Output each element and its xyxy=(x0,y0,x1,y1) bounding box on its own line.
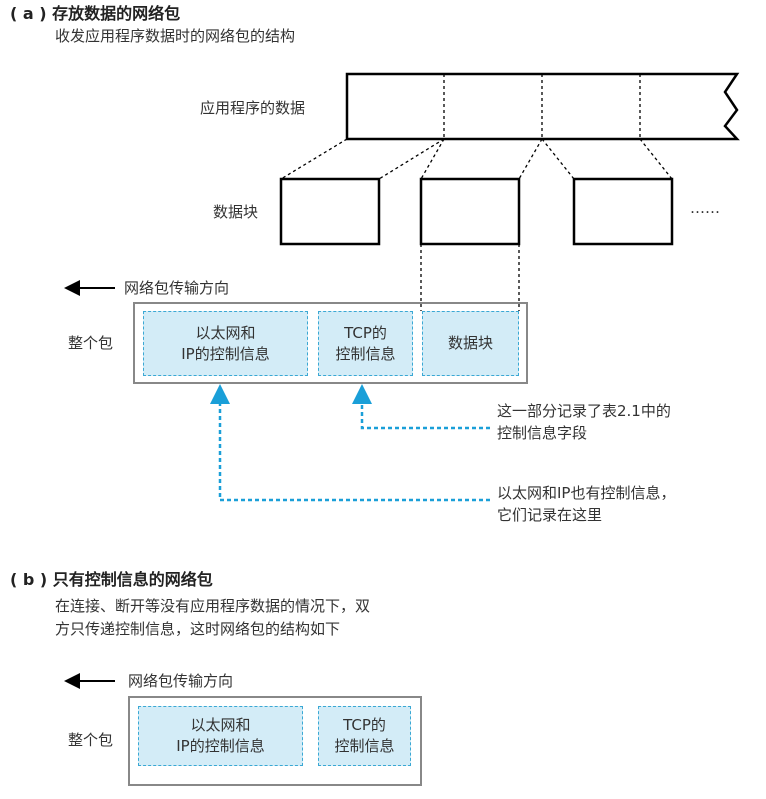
cell-text: TCP的 xyxy=(343,716,386,734)
cell-text: 数据块 xyxy=(447,334,493,352)
data-chunks xyxy=(279,177,674,246)
part-a-subtitle: 收发应用程序数据时的网络包的结构 xyxy=(55,27,296,45)
eth-ip-cell-a: 以太网和 IP的控制信息 xyxy=(143,311,308,376)
direction-label-b: 网络包传输方向 xyxy=(128,672,234,690)
cell-text: 控制信息 xyxy=(334,737,395,755)
cell-text: 以太网和 xyxy=(190,716,251,734)
cell-text: 控制信息 xyxy=(335,344,396,363)
cell-text: IP的控制信息 xyxy=(176,737,265,755)
note-eth-ip: 以太网和IP也有控制信息，它们记录在这里 xyxy=(497,484,676,524)
cell-text: TCP的 xyxy=(344,323,387,342)
tcp-cell-a: TCP的控制信息 xyxy=(318,311,413,376)
note-tcp: 这一部分记录了表2.1中的控制信息字段 xyxy=(497,402,671,442)
split-lines xyxy=(280,74,673,311)
app-data-label: 应用程序的数据 xyxy=(200,99,306,117)
cell-text: IP的控制信息 xyxy=(181,344,270,363)
whole-packet-label-b: 整个包 xyxy=(68,731,114,749)
tcp-cell-b: TCP的控制信息 xyxy=(318,706,411,766)
direction-label-a: 网络包传输方向 xyxy=(124,279,230,297)
packet-a xyxy=(133,302,528,384)
part-b-title: ( b ) 只有控制信息的网络包 xyxy=(10,570,213,589)
ellipsis: …… xyxy=(690,199,720,217)
part-a-title: ( a ) 存放数据的网络包 xyxy=(10,4,181,23)
whole-packet-label-a: 整个包 xyxy=(68,334,114,352)
eth-ip-cell-b: 以太网和 IP的控制信息 xyxy=(138,706,303,766)
data-cell-a: 数据块 xyxy=(422,311,519,376)
chunk-label: 数据块 xyxy=(213,203,259,221)
cell-text: 以太网和 xyxy=(195,323,256,342)
part-b-subtitle: 在连接、断开等没有应用程序数据的情况下，双方只传递控制信息，这时网络包的结构如下 xyxy=(55,597,371,638)
callout-arrows xyxy=(210,384,490,502)
